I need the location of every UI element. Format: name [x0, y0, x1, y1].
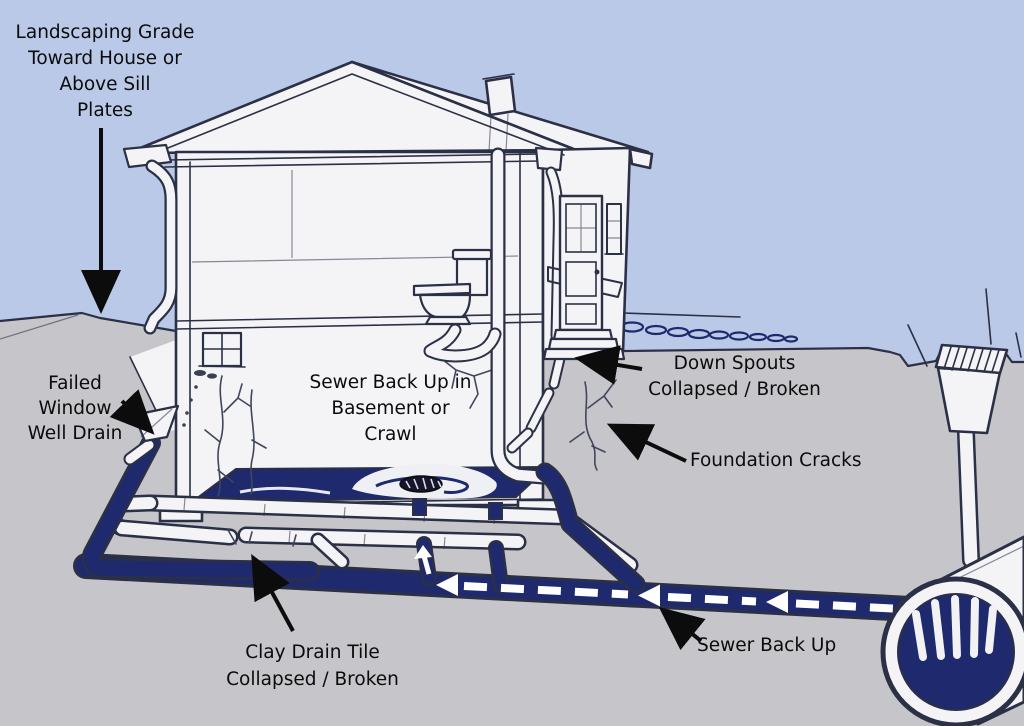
label-clay-drain-tile: Clay Drain Tile Collapsed / Broken	[190, 639, 435, 693]
label-line: Failed	[48, 373, 102, 394]
label-line: Window	[38, 398, 112, 419]
basement-window	[182, 331, 246, 427]
basement-wall-cracks	[204, 355, 493, 497]
flooded-basement-floor	[188, 463, 551, 504]
foundation-cracks	[569, 379, 617, 471]
label-line: Toward House or	[28, 48, 182, 69]
label-line: Sewer Back Up in	[309, 372, 472, 393]
label-line: Above Sill	[59, 74, 151, 95]
label-landscaping-grade: Landscaping Grade Toward House or Above …	[0, 20, 210, 124]
house-illustration	[122, 60, 654, 523]
house-sewer-drain	[535, 462, 646, 594]
label-line: Crawl	[364, 424, 417, 445]
grass-blades	[907, 288, 1022, 367]
label-line: Well Drain	[27, 423, 123, 444]
arrow-foundation-cracks	[606, 423, 687, 463]
label-line: Collapsed / Broken	[648, 379, 821, 400]
label-line: Landscaping Grade	[15, 22, 195, 43]
label-downspouts-broken: Down Spouts Collapsed / Broken	[627, 351, 842, 403]
facade-window	[604, 203, 624, 255]
label-foundation-cracks: Foundation Cracks	[690, 448, 900, 474]
sewer-main-open-end	[880, 576, 1024, 726]
annotation-arrows	[81, 128, 706, 651]
arrow-clay-tile	[251, 553, 295, 632]
arrow-window-well	[109, 389, 155, 435]
gutter-right-end	[628, 147, 654, 170]
street-catch-basin	[934, 343, 1009, 569]
roof-vent-stack	[482, 73, 517, 153]
water-drip-dashes	[182, 385, 198, 427]
label-line: Foundation Cracks	[690, 450, 862, 471]
arrow-downspouts	[574, 345, 643, 385]
label-line: Collapsed / Broken	[226, 669, 399, 690]
left-gutter-downspout	[122, 143, 178, 335]
label-sewer-backup-basement: Sewer Back Up in Basement or Crawl	[278, 370, 503, 448]
floor-drain	[399, 475, 443, 493]
label-failed-window-well-drain: Failed Window Well Drain	[0, 371, 150, 446]
label-line: Down Spouts	[673, 353, 796, 374]
label-line: Clay Drain Tile	[245, 642, 380, 663]
label-line: Sewer Back Up	[697, 635, 837, 656]
door-steps	[542, 328, 626, 361]
label-line: Plates	[77, 100, 133, 121]
label-line: Basement or	[331, 398, 450, 419]
window-well-drain-pipe	[81, 404, 320, 581]
backup-flow-arrows	[414, 545, 903, 613]
front-door	[558, 194, 604, 332]
label-sewer-back-up: Sewer Back Up	[697, 633, 877, 659]
arrow-sewer-backup	[658, 606, 706, 651]
riser-up-arrow	[414, 545, 432, 575]
soil-stack-pipe	[423, 147, 551, 485]
